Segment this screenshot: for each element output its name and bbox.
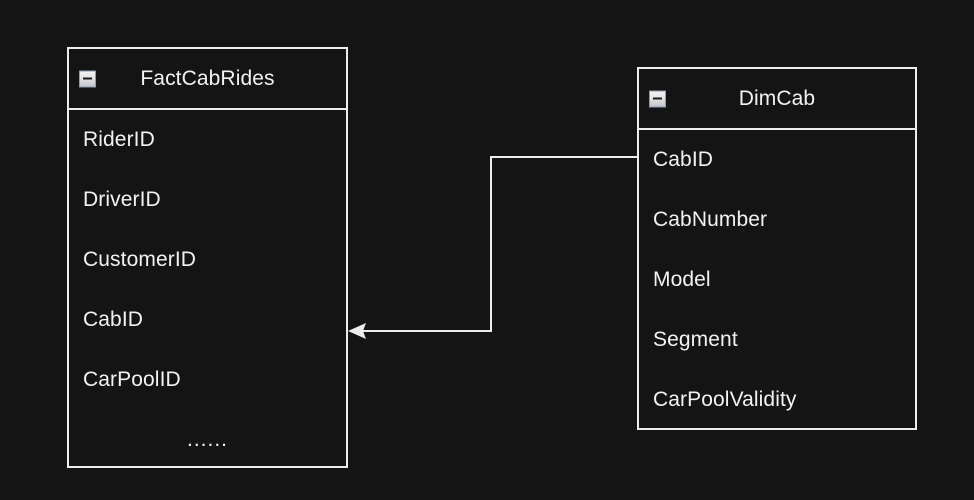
field-row[interactable]: Model [639, 266, 915, 294]
field-label: DriverID [83, 188, 161, 211]
field-label: CustomerID [83, 248, 197, 271]
field-row-more[interactable]: ...... [69, 426, 346, 454]
entity-field-list-factcabrides: RiderID DriverID CustomerID CabID CarPoo… [69, 110, 346, 470]
minus-icon-bar [83, 77, 92, 80]
minus-icon[interactable] [79, 70, 96, 87]
entity-title: DimCab [738, 86, 816, 110]
field-row[interactable]: DriverID [69, 186, 346, 214]
minus-icon-bar [653, 97, 662, 100]
entity-table-dimcab[interactable]: DimCab CabID CabNumber Model Segment Car… [637, 67, 917, 430]
field-label: CarPoolValidity [653, 388, 797, 411]
field-label: CarPoolID [83, 368, 181, 391]
field-label: CabNumber [653, 208, 768, 231]
field-row[interactable]: CabID [639, 146, 915, 174]
field-label: Model [653, 268, 711, 291]
relationship-line[interactable] [356, 156, 637, 332]
arrowhead-left-icon [348, 323, 366, 339]
field-row[interactable]: CabID [69, 306, 346, 334]
field-row[interactable]: RiderID [69, 126, 346, 154]
field-row[interactable]: CabNumber [639, 206, 915, 234]
field-label: CabID [653, 148, 714, 171]
entity-field-list-dimcab: CabID CabNumber Model Segment CarPoolVal… [639, 130, 915, 432]
field-row[interactable]: Segment [639, 326, 915, 354]
field-row[interactable]: CarPoolID [69, 366, 346, 394]
entity-title: FactCabRides [140, 66, 275, 90]
entity-header-factcabrides[interactable]: FactCabRides [69, 49, 346, 110]
more-fields-label: ...... [186, 428, 228, 451]
field-row[interactable]: CustomerID [69, 246, 346, 274]
field-label: RiderID [83, 128, 155, 151]
field-row[interactable]: CarPoolValidity [639, 386, 915, 414]
field-label: CabID [83, 308, 144, 331]
minus-icon[interactable] [649, 90, 666, 107]
field-label: Segment [653, 328, 738, 351]
entity-header-dimcab[interactable]: DimCab [639, 69, 915, 130]
entity-table-factcabrides[interactable]: FactCabRides RiderID DriverID CustomerID… [67, 47, 348, 468]
